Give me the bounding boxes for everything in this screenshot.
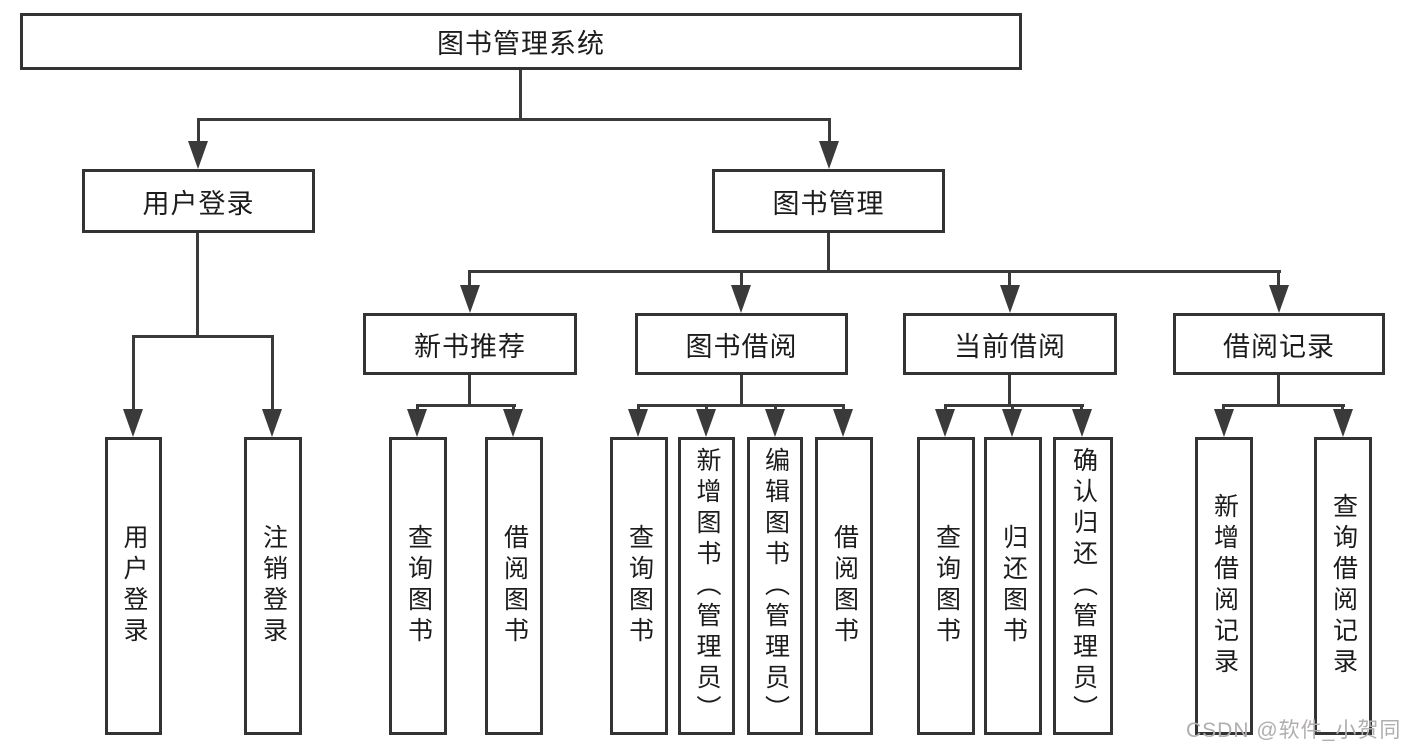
connector-line bbox=[774, 404, 777, 412]
leaf-label: 查询图书 bbox=[932, 524, 961, 648]
connector-line bbox=[519, 70, 522, 118]
connector-line bbox=[1080, 404, 1083, 412]
connector-line bbox=[828, 118, 831, 144]
connector-line bbox=[132, 335, 135, 411]
connector-line bbox=[1011, 404, 1014, 412]
leaf-query-borrow-record: 查询借阅记录 bbox=[1314, 437, 1372, 735]
connector-line bbox=[271, 335, 274, 411]
connector-line bbox=[416, 404, 516, 407]
node-user-login: 用户登录 bbox=[82, 169, 315, 233]
arrow-down-icon bbox=[1214, 409, 1234, 437]
arrow-down-icon bbox=[628, 409, 648, 437]
arrow-down-icon bbox=[123, 409, 143, 437]
leaf-label: 借阅图书 bbox=[500, 524, 529, 648]
leaf-label: 归还图书 bbox=[999, 524, 1028, 648]
leaf-borrowing-query-books: 查询图书 bbox=[610, 437, 668, 735]
connector-line bbox=[1008, 270, 1011, 287]
node-borrowing-records: 借阅记录 bbox=[1173, 313, 1385, 375]
leaf-add-borrow-record: 新增借阅记录 bbox=[1195, 437, 1253, 735]
node-current-borrowing: 当前借阅 bbox=[903, 313, 1117, 375]
connector-line bbox=[842, 404, 845, 412]
arrow-down-icon bbox=[1000, 285, 1020, 313]
connector-line bbox=[1341, 404, 1344, 412]
connector-line bbox=[1277, 375, 1280, 406]
leaf-label: 用户登录 bbox=[120, 524, 148, 648]
connector-line bbox=[944, 404, 1084, 407]
leaf-label: 新增借阅记录 bbox=[1210, 493, 1239, 679]
arrow-down-icon bbox=[188, 141, 208, 169]
connector-line bbox=[637, 404, 845, 407]
leaf-confirm-return-admin: 确认归还（管理员） bbox=[1053, 437, 1113, 735]
connector-line bbox=[1277, 270, 1280, 287]
connector-line bbox=[740, 375, 743, 406]
leaf-label: 新增图书（管理员） bbox=[693, 446, 721, 726]
connector-line bbox=[944, 404, 947, 412]
arrow-down-icon bbox=[731, 285, 751, 313]
connector-line bbox=[132, 335, 274, 338]
arrow-down-icon bbox=[833, 409, 853, 437]
leaf-recommend-query-books: 查询图书 bbox=[389, 437, 447, 735]
leaf-label: 确认归还（管理员） bbox=[1069, 446, 1098, 726]
connector-line bbox=[197, 118, 831, 121]
arrow-down-icon bbox=[696, 409, 716, 437]
leaf-borrow-books: 借阅图书 bbox=[815, 437, 873, 735]
arrow-down-icon bbox=[1269, 285, 1289, 313]
connector-line bbox=[468, 270, 471, 287]
leaf-label: 注销登录 bbox=[259, 524, 288, 648]
csdn-watermark: CSDN @软件_小贺同学 bbox=[1186, 719, 1402, 742]
node-book-borrowing: 图书借阅 bbox=[635, 313, 848, 375]
connector-line bbox=[468, 375, 471, 406]
arrow-down-icon bbox=[503, 409, 523, 437]
leaf-label: 编辑图书（管理员） bbox=[761, 446, 790, 726]
leaf-edit-books-admin: 编辑图书（管理员） bbox=[747, 437, 803, 735]
connector-line bbox=[705, 404, 708, 412]
leaf-logout: 注销登录 bbox=[244, 437, 302, 735]
arrow-down-icon bbox=[407, 409, 427, 437]
connector-line bbox=[1222, 404, 1225, 412]
leaf-current-query-books: 查询图书 bbox=[917, 437, 975, 735]
node-new-book-recommendation: 新书推荐 bbox=[363, 313, 577, 375]
arrow-down-icon bbox=[765, 409, 785, 437]
connector-line bbox=[512, 404, 515, 412]
connector-line bbox=[1222, 404, 1345, 407]
arrow-down-icon bbox=[1333, 409, 1353, 437]
arrow-down-icon bbox=[1072, 409, 1092, 437]
arrow-down-icon bbox=[819, 141, 839, 169]
connector-line bbox=[1008, 375, 1011, 406]
arrow-down-icon bbox=[1002, 409, 1022, 437]
leaf-label: 查询图书 bbox=[404, 524, 433, 648]
node-library-system: 图书管理系统 bbox=[20, 13, 1022, 70]
connector-line bbox=[196, 233, 199, 337]
arrow-down-icon bbox=[262, 409, 282, 437]
leaf-label: 查询图书 bbox=[625, 524, 654, 648]
leaf-label: 借阅图书 bbox=[830, 524, 859, 648]
arrow-down-icon bbox=[460, 285, 480, 313]
leaf-label: 查询借阅记录 bbox=[1329, 493, 1358, 679]
connector-line bbox=[827, 233, 830, 272]
leaf-user-login: 用户登录 bbox=[105, 437, 162, 735]
arrow-down-icon bbox=[935, 409, 955, 437]
connector-line bbox=[416, 404, 419, 412]
connector-line bbox=[469, 270, 1281, 273]
connector-line bbox=[740, 270, 743, 287]
connector-line bbox=[637, 404, 640, 412]
leaf-recommend-borrow-books: 借阅图书 bbox=[485, 437, 543, 735]
leaf-add-books-admin: 新增图书（管理员） bbox=[678, 437, 735, 735]
node-book-management: 图书管理 bbox=[712, 169, 945, 233]
leaf-return-books: 归还图书 bbox=[984, 437, 1042, 735]
connector-line bbox=[197, 118, 200, 144]
